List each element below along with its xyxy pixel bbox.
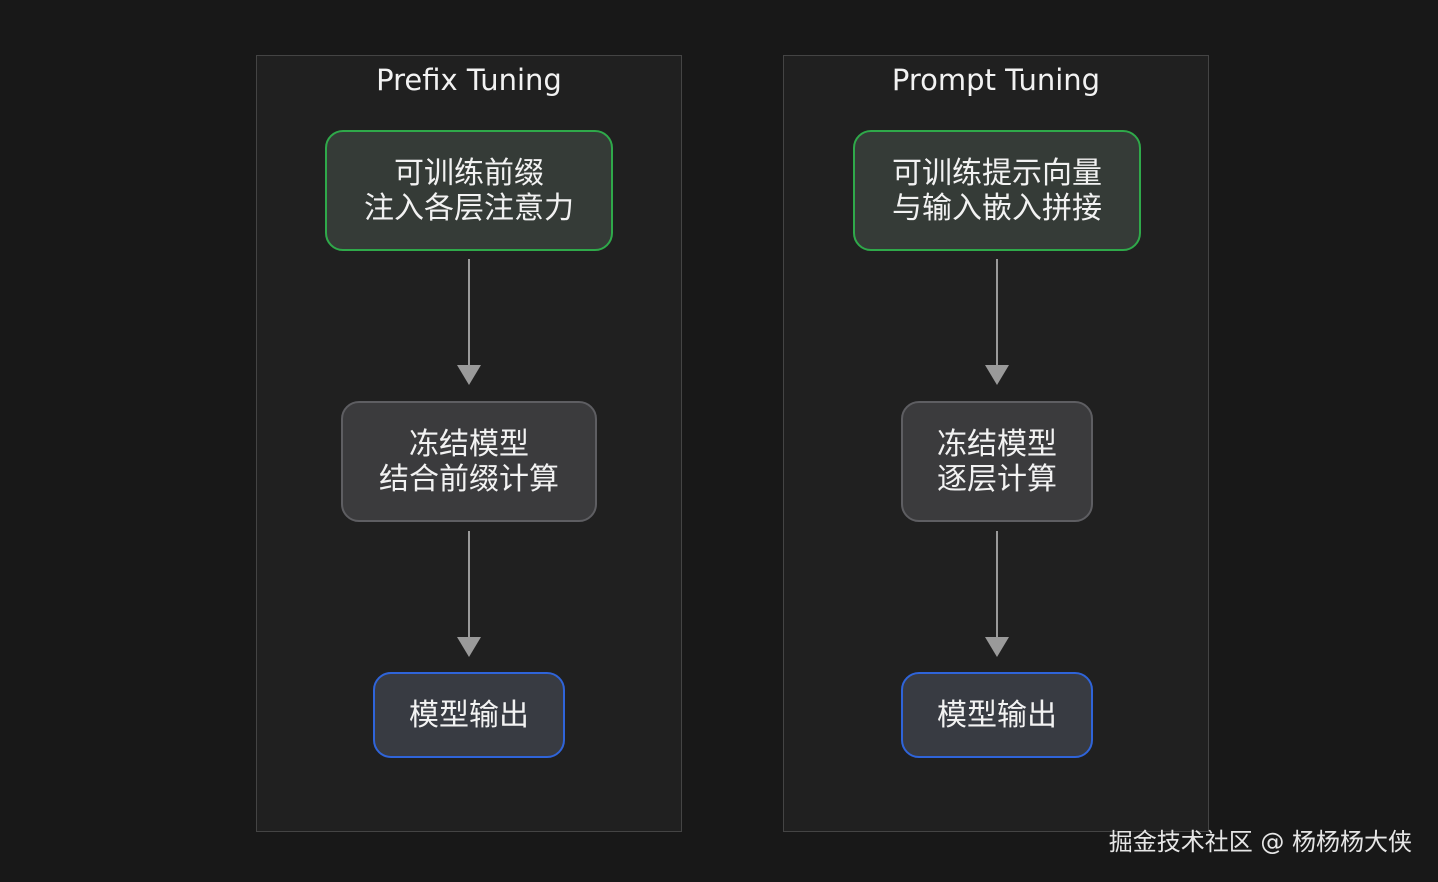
node-line: 可训练前缀 xyxy=(394,155,544,191)
prefix-input-node: 可训练前缀 注入各层注意力 xyxy=(325,130,613,251)
node-line: 模型输出 xyxy=(937,697,1057,733)
prompt-model-node: 冻结模型 逐层计算 xyxy=(901,401,1093,522)
prompt-output-node: 模型输出 xyxy=(901,672,1093,758)
node-line: 可训练提示向量 xyxy=(892,155,1102,191)
node-line: 冻结模型 xyxy=(409,426,529,462)
flow-arrow xyxy=(982,531,1012,657)
panel-title: Prompt Tuning xyxy=(891,63,1101,97)
flow-arrow xyxy=(982,259,1012,385)
node-line: 与输入嵌入拼接 xyxy=(892,190,1102,226)
node-line: 冻结模型 xyxy=(937,426,1057,462)
prompt-input-node: 可训练提示向量 与输入嵌入拼接 xyxy=(853,130,1141,251)
panel-title: Prefix Tuning xyxy=(376,63,562,97)
watermark: 掘金技术社区 @ 杨杨杨大侠 xyxy=(1108,828,1412,856)
prefix-model-node: 冻结模型 结合前缀计算 xyxy=(341,401,597,522)
node-line: 模型输出 xyxy=(409,697,529,733)
node-line: 结合前缀计算 xyxy=(379,461,559,497)
prefix-output-node: 模型输出 xyxy=(373,672,565,758)
flow-arrow xyxy=(454,531,484,657)
flow-arrow xyxy=(454,259,484,385)
node-line: 注入各层注意力 xyxy=(364,190,574,226)
node-line: 逐层计算 xyxy=(937,461,1057,497)
